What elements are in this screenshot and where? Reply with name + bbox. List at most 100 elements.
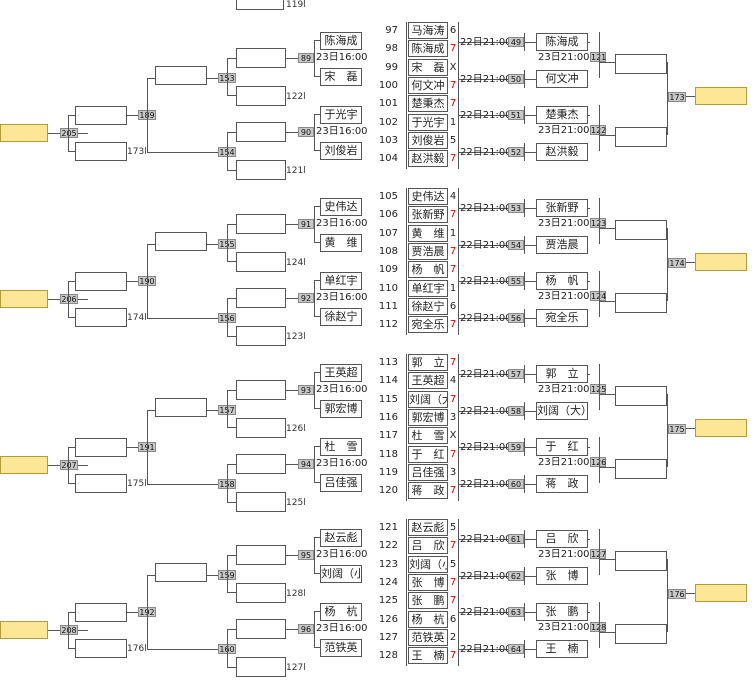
player-slot: 黄 维 xyxy=(408,224,448,242)
match-tag: 173 xyxy=(668,92,686,102)
empty-slot xyxy=(75,308,127,327)
connector-line xyxy=(314,280,315,316)
connector-line xyxy=(68,612,69,648)
empty-slot xyxy=(615,127,667,147)
match-time: 23日21:00 xyxy=(538,384,590,395)
connector-line xyxy=(524,42,536,43)
match-tag: 92 xyxy=(298,293,314,303)
connector-line xyxy=(458,354,459,501)
player-slot: 黄 维 xyxy=(320,234,362,252)
connector-line xyxy=(147,410,155,411)
empty-slot xyxy=(75,639,127,658)
connector-line xyxy=(127,281,138,282)
match-tag: 122 xyxy=(590,125,606,135)
player-slot: 杜 雪 xyxy=(320,438,362,456)
connector-line xyxy=(524,410,536,412)
player-slot: 郭宏博 xyxy=(408,408,448,426)
match-time: 23日16:00 xyxy=(316,126,368,137)
set-score: 1 xyxy=(449,227,457,239)
empty-slot xyxy=(615,293,667,313)
connector-line xyxy=(667,394,668,467)
set-score: 4 xyxy=(449,191,457,202)
player-slot: 郭 立 xyxy=(408,354,448,371)
final-slot xyxy=(695,253,747,271)
connector-line xyxy=(599,632,615,633)
player-slot: 王 楠 xyxy=(408,647,448,665)
connector-line xyxy=(227,464,236,465)
connector-line xyxy=(524,208,536,209)
connector-line xyxy=(227,667,236,668)
connector-line xyxy=(147,484,218,485)
connector-line xyxy=(227,629,236,630)
match-tag: 51 xyxy=(508,110,524,120)
connector-line xyxy=(588,374,590,375)
player-slot: 张 鹏 xyxy=(408,592,448,610)
connector-line xyxy=(286,224,298,225)
connector-line xyxy=(314,150,320,151)
empty-slot xyxy=(615,624,667,644)
player-slot: 赵洪毅 xyxy=(536,142,588,161)
player-slot: 吕佳强 xyxy=(408,463,448,481)
connector-line xyxy=(524,106,525,124)
loser-number: 119l xyxy=(286,0,306,10)
connector-line xyxy=(524,78,536,80)
match-tag: 91 xyxy=(298,219,314,229)
match-time: 22日21:00 xyxy=(460,442,512,453)
match-tag: 126 xyxy=(590,457,606,467)
player-slot: 刘俊岩 xyxy=(408,131,448,149)
player-slot: 何文冲 xyxy=(536,69,588,88)
connector-line xyxy=(599,228,615,229)
set-score: 7 xyxy=(449,153,457,165)
match-time: 23日21:00 xyxy=(538,218,590,229)
empty-slot xyxy=(236,380,286,400)
connector-line xyxy=(314,647,320,648)
empty-slot xyxy=(155,232,207,251)
match-tag: 61 xyxy=(508,534,524,544)
draw-number: 125 xyxy=(378,595,398,607)
empty-slot xyxy=(75,603,127,622)
player-slot: 王英超 xyxy=(320,364,362,382)
player-slot: 吕 欣 xyxy=(408,537,448,555)
connector-line xyxy=(524,401,525,420)
connector-line xyxy=(524,142,525,161)
loser-number: 123l xyxy=(286,332,306,342)
connector-line xyxy=(588,539,590,540)
connector-line xyxy=(207,410,218,411)
connector-line xyxy=(524,438,525,456)
connector-line xyxy=(68,483,75,484)
connector-line xyxy=(227,629,228,667)
empty-slot xyxy=(236,252,286,272)
connector-line xyxy=(127,612,138,613)
connector-line xyxy=(48,465,60,466)
player-slot: 宋 磊 xyxy=(408,58,448,76)
connector-line xyxy=(524,648,536,650)
connector-line xyxy=(314,611,315,647)
player-slot: 王英超 xyxy=(408,372,448,390)
draw-number: 109 xyxy=(378,264,398,276)
player-slot: 范铁英 xyxy=(408,628,448,646)
set-score: 7 xyxy=(449,595,457,607)
connector-line xyxy=(147,78,155,79)
match-tag: 54 xyxy=(508,239,524,250)
match-tag: 52 xyxy=(508,146,524,157)
player-slot: 蒋 政 xyxy=(408,482,448,500)
match-time: 22日21:00 xyxy=(460,643,512,655)
set-score: 7 xyxy=(449,209,457,221)
match-tag: 56 xyxy=(508,312,524,323)
connector-line xyxy=(314,76,320,77)
player-slot: 单红宇 xyxy=(320,272,362,290)
match-time: 23日21:00 xyxy=(538,125,590,136)
connector-line xyxy=(68,447,69,483)
connector-line xyxy=(599,32,600,78)
player-slot: 宛全乐 xyxy=(536,308,588,327)
match-tag: 49 xyxy=(508,37,524,47)
connector-line xyxy=(78,299,88,300)
set-score: 1 xyxy=(449,282,457,294)
connector-line xyxy=(524,612,536,613)
empty-slot xyxy=(236,454,286,474)
connector-line xyxy=(599,602,600,648)
player-slot: 蒋 政 xyxy=(536,474,588,493)
connector-line xyxy=(667,228,668,301)
match-tag: 124 xyxy=(590,291,606,301)
loser-number: 176l xyxy=(127,644,147,654)
